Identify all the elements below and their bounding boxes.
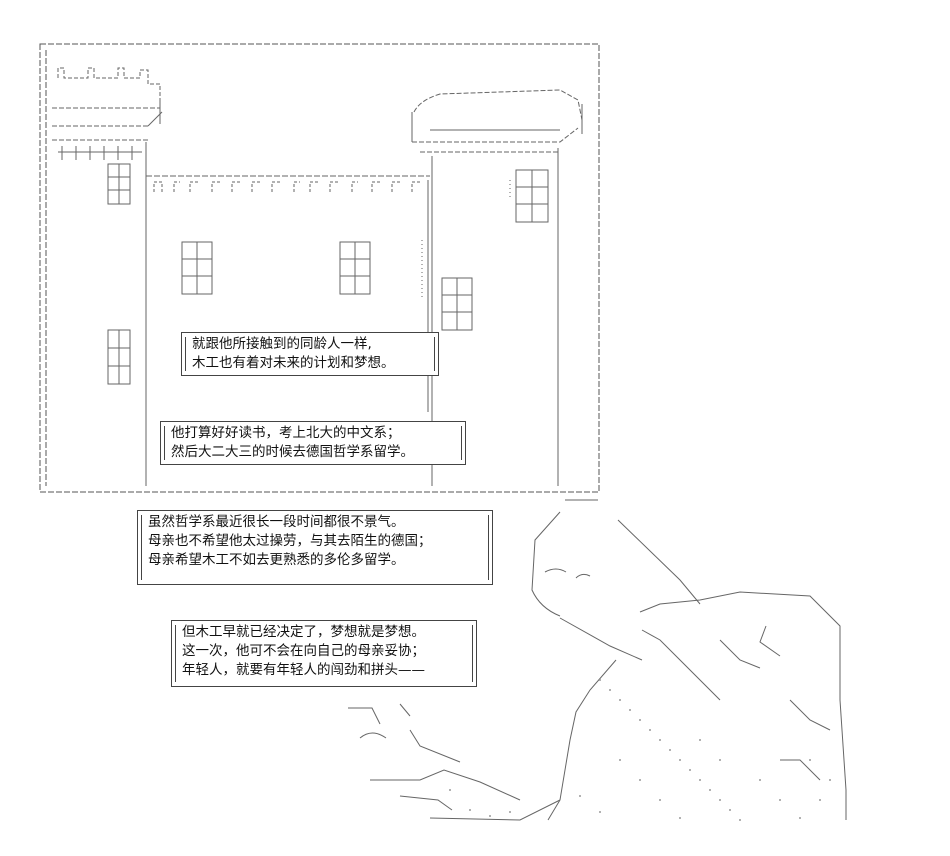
caption-3-line-3: 母亲希望木工不如去更熟悉的多伦多留学。	[148, 552, 405, 568]
character-shading	[449, 679, 831, 821]
castle-drawing	[52, 67, 583, 486]
caption-box-4: 但木工早就已经决定了，梦想就是梦想。 这一次，他可不会在向自己的母亲妥协； 年轻…	[171, 620, 477, 687]
caption-1-line-1: 就跟他所接触到的同龄人一样,	[192, 336, 372, 352]
caption-box-2: 他打算好好读书，考上北大的中文系； 然后大二大三的时候去德国哲学系留学。	[160, 421, 466, 465]
caption-box-1: 就跟他所接触到的同龄人一样, 木工也有着对未来的计划和梦想。	[181, 332, 439, 376]
caption-2-line-2: 然后大二大三的时候去德国哲学系留学。	[171, 444, 414, 460]
caption-3-line-2: 母亲也不希望他太过操劳，与其去陌生的德国；	[148, 533, 432, 549]
character-drawing	[348, 499, 847, 821]
caption-box-3: 虽然哲学系最近很长一段时间都很不景气。 母亲也不希望他太过操劳，与其去陌生的德国…	[137, 510, 493, 585]
caption-4-line-3: 年轻人，就要有年轻人的闯劲和拼头——	[182, 662, 425, 678]
caption-1-line-2: 木工也有着对未来的计划和梦想。	[192, 355, 395, 371]
panel-frame	[39, 43, 600, 493]
caption-4-line-1: 但木工早就已经决定了，梦想就是梦想。	[182, 624, 425, 640]
caption-4-line-2: 这一次，他可不会在向自己的母亲妥协；	[182, 643, 425, 659]
caption-3-line-1: 虽然哲学系最近很长一段时间都很不景气。	[148, 514, 405, 530]
caption-2-line-1: 他打算好好读书，考上北大的中文系；	[171, 425, 401, 441]
